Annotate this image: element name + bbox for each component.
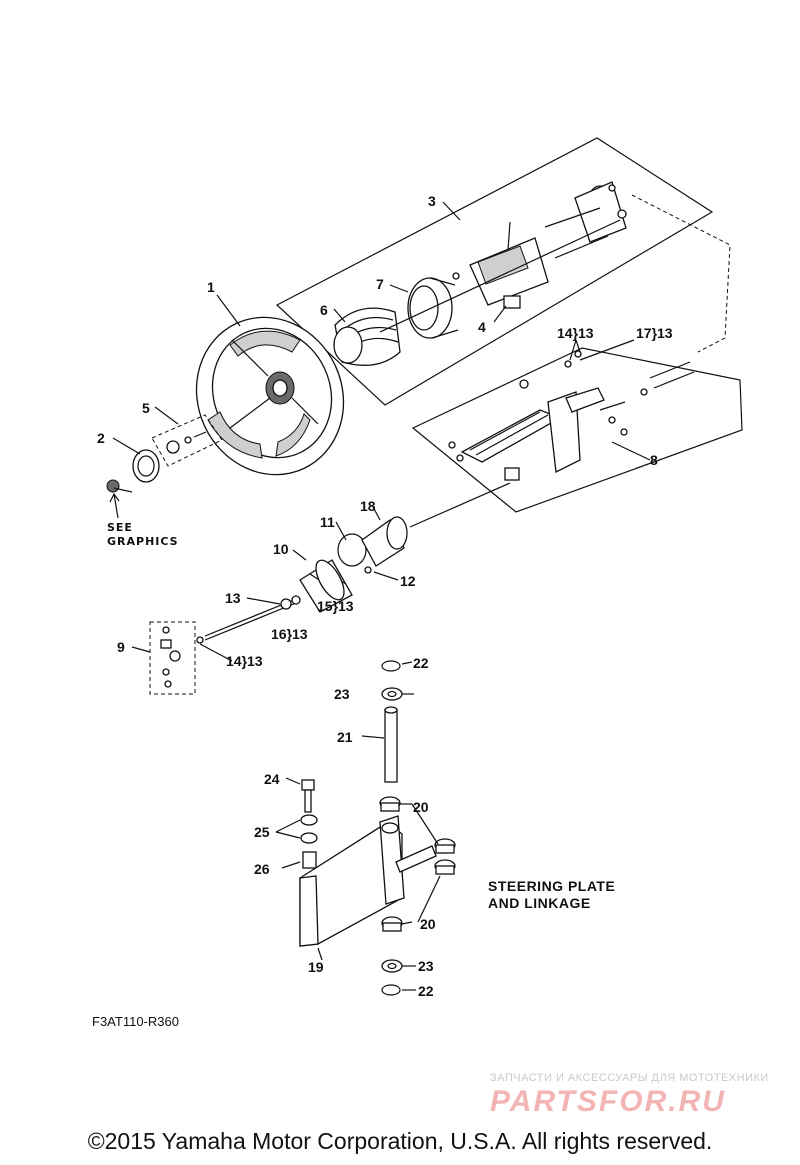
callout-1: 1 (207, 279, 215, 295)
ball-joint-set (160, 626, 181, 688)
callout-9: 9 (117, 639, 125, 655)
steering-plate (299, 815, 437, 947)
callout-17-13: 17}13 (636, 325, 673, 341)
callout-23-upper: 23 (334, 686, 350, 702)
emblem (106, 479, 120, 493)
assembly-box-3 (275, 137, 714, 406)
callout-20-upper: 20 (413, 799, 429, 815)
bushing-top (379, 796, 401, 812)
watermark-tagline: ЗАПЧАСТИ И АКСЕССУАРЫ ДЛЯ МОТОТЕХНИКИ (490, 1072, 769, 1084)
callout-20-lower: 20 (420, 916, 436, 932)
callout-15-13: 15}13 (317, 598, 354, 614)
washer-25a (300, 814, 318, 826)
callout-23-lower: 23 (418, 958, 434, 974)
circlip-bottom (381, 984, 401, 996)
callout-5: 5 (142, 400, 150, 416)
washer-25b (300, 832, 318, 844)
callout-22-upper: 22 (413, 655, 429, 671)
callout-22-lower: 22 (418, 983, 434, 999)
washer-top (381, 687, 403, 701)
circlip-top (381, 660, 401, 672)
callout-8: 8 (650, 452, 658, 468)
steering-column-body (379, 181, 627, 333)
grommet (361, 516, 408, 567)
callout-11: 11 (320, 514, 335, 530)
section-title-line2: AND LINKAGE (488, 895, 591, 911)
callout-21: 21 (337, 729, 353, 745)
steering-housing (407, 277, 459, 339)
collar-26 (302, 851, 317, 869)
see-graphics-note-line1: SEE (107, 521, 133, 534)
steering-cable (196, 482, 511, 644)
steering-cover (333, 307, 401, 366)
callout-25: 25 (254, 824, 270, 840)
washer-bottom (381, 959, 403, 973)
nut-set (166, 431, 207, 454)
callout-10: 10 (273, 541, 289, 557)
see-graphics-note-line2: GRAPHICS (107, 535, 179, 548)
watermark-logo: PARTSFOR.RU (490, 1085, 726, 1118)
steering-wheel (195, 316, 345, 476)
bolt-24 (301, 779, 315, 813)
stopper-part-4 (503, 295, 521, 309)
diagram-code: F3AT110-R360 (92, 1014, 179, 1029)
callout-7: 7 (376, 276, 384, 292)
ball-joint-box-9 (149, 621, 196, 695)
copyright-notice: ©2015 Yamaha Motor Corporation, U.S.A. A… (87, 1128, 713, 1154)
steering-shaft (384, 706, 398, 783)
leader-lines (112, 201, 651, 991)
callout-13: 13 (225, 590, 241, 606)
callout-19: 19 (308, 959, 324, 975)
cable-boot (299, 559, 353, 613)
callout-14-13-upper: 14}13 (557, 325, 594, 341)
bushing-right-upper (434, 838, 456, 854)
hub-cap (132, 449, 160, 483)
callout-4: 4 (478, 319, 486, 335)
steering-bracket (448, 350, 695, 481)
callout-numbers: 1 2 3 4 5 6 7 8 9 10 11 12 13 14}13 17}1… (97, 193, 673, 999)
bushing-bottom (381, 916, 403, 932)
bushing-right-lower (434, 859, 456, 875)
callout-16-13: 16}13 (271, 626, 308, 642)
callout-12: 12 (400, 573, 416, 589)
bracket-block (504, 467, 520, 481)
callout-26: 26 (254, 861, 270, 877)
callout-3: 3 (428, 193, 436, 209)
assembly-box-8 (411, 347, 743, 513)
section-title-line1: STEERING PLATE (488, 878, 615, 894)
nut-set-box-5 (151, 414, 223, 467)
callout-14-13-lower: 14}13 (226, 653, 263, 669)
see-graphics-arrow (109, 492, 120, 519)
callout-18: 18 (360, 498, 376, 514)
callout-6: 6 (320, 302, 328, 318)
hose-clamp (337, 533, 372, 574)
callout-24: 24 (264, 771, 280, 787)
callout-2: 2 (97, 430, 105, 446)
